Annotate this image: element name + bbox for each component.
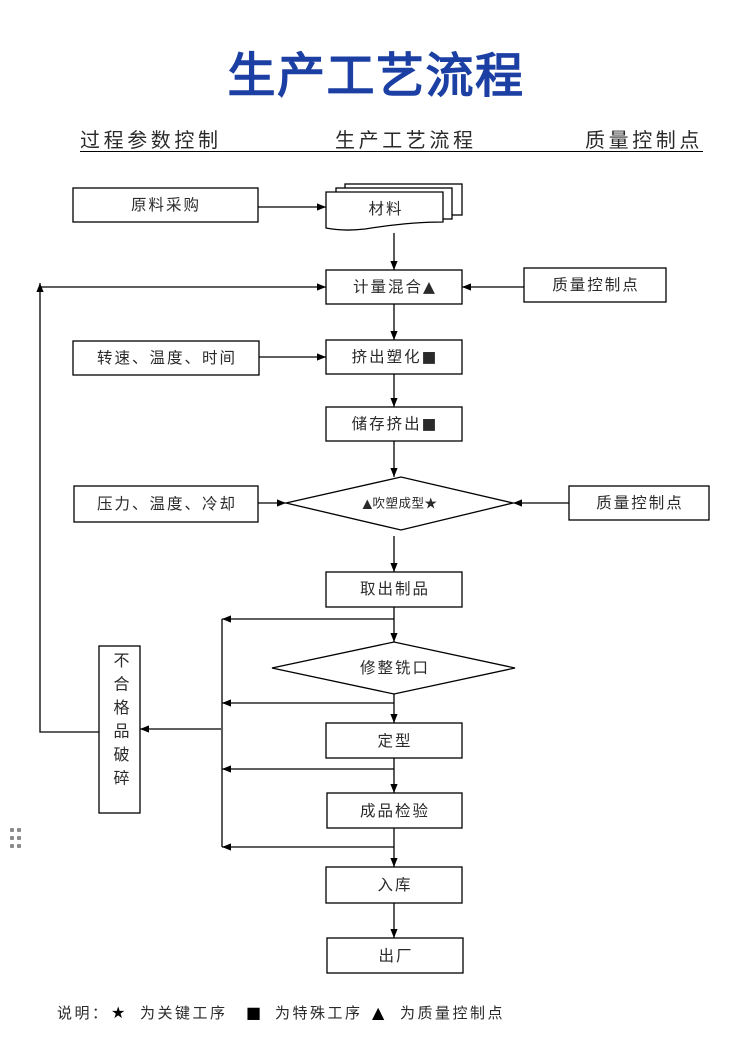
box-material: 材料: [325, 183, 463, 231]
subheader-center: 生产工艺流程: [335, 128, 477, 152]
legend-qc-point-text: 为质量控制点: [400, 1004, 506, 1022]
legend-special-process-text: 为特殊工序: [275, 1004, 363, 1022]
box-params-2-label: 压力、温度、冷却: [97, 495, 237, 513]
box-params-2: 压力、温度、冷却: [73, 485, 259, 523]
box-rejects: 不合格品破碎: [99, 652, 140, 812]
legend-label: 说明：: [57, 1004, 110, 1022]
box-storage-extrusion: 储存挤出■: [325, 406, 463, 442]
box-rejects-label: 不合格品破碎: [110, 652, 130, 793]
subheader-right: 质量控制点: [585, 128, 703, 152]
box-metering-mixing-shape: [325, 269, 463, 305]
box-raw-purchase-label: 原料采购: [131, 196, 201, 214]
legend-star-icon: ★: [111, 1003, 126, 1022]
box-shipping: 出厂: [326, 937, 464, 974]
decision-blow-molding-shape: [285, 476, 514, 531]
box-qc-point-1-label: 质量控制点: [552, 276, 640, 294]
box-inspection: 成品检验: [326, 792, 463, 829]
box-extrusion-plasticizing-shape: [325, 339, 463, 375]
box-take-out: 取出制品: [325, 571, 463, 608]
decision-blow-molding: ▲吹塑成型★: [285, 476, 514, 531]
material-doc-layer-front: [325, 191, 444, 231]
box-qc-point-2-label: 质量控制点: [596, 494, 684, 512]
box-extrusion-plasticizing: 挤出塑化■: [325, 339, 463, 375]
legend-triangle-icon: ▲: [372, 1003, 385, 1022]
box-params-1-shape: [72, 340, 260, 376]
box-params-1: 转速、温度、时间: [72, 340, 260, 376]
box-inspection-label: 成品检验: [360, 802, 430, 820]
box-warehousing-shape: [325, 866, 463, 904]
subheader-left: 过程参数控制: [80, 128, 222, 152]
box-metering-mixing: 计量混合▲: [325, 269, 463, 305]
box-raw-purchase-shape: [72, 187, 259, 223]
box-extrusion-plasticizing-label: 挤出塑化■: [352, 348, 439, 366]
box-shaping: 定型: [325, 722, 463, 759]
drag-handle-icon[interactable]: [9, 828, 23, 850]
box-material-label: 材料: [368, 200, 403, 218]
box-metering-mixing-label: 计量混合▲: [353, 278, 437, 296]
box-warehousing: 入库: [325, 866, 463, 904]
legend-key-process-text: 为关键工序: [140, 1004, 228, 1022]
decision-trimming-shape: [271, 641, 516, 695]
box-params-2-shape: [73, 485, 259, 523]
box-storage-extrusion-label: 储存挤出■: [352, 415, 439, 433]
decision-blow-molding-label: ▲吹塑成型★: [362, 496, 437, 511]
box-qc-point-2: 质量控制点: [568, 485, 710, 521]
box-raw-purchase: 原料采购: [72, 187, 259, 223]
decision-trimming: 修整铣口: [271, 641, 516, 695]
box-shaping-label: 定型: [377, 732, 412, 750]
box-qc-point-1: 质量控制点: [523, 267, 667, 303]
box-rejects-shape: [98, 645, 141, 814]
box-take-out-shape: [325, 571, 463, 608]
box-storage-extrusion-shape: [325, 406, 463, 442]
decision-trimming-label: 修整铣口: [360, 659, 430, 677]
connectors: [36, 203, 569, 938]
subheader-underline: [80, 151, 703, 152]
box-take-out-label: 取出制品: [360, 580, 430, 598]
box-shaping-shape: [325, 722, 463, 759]
arrow-rejects-loop-up: [36, 283, 99, 733]
box-shipping-label: 出厂: [378, 947, 413, 965]
legend-square-icon: ■: [246, 1003, 262, 1022]
box-inspection-shape: [326, 792, 463, 829]
box-qc-point-1-shape: [523, 267, 667, 303]
page-title: 生产工艺流程: [227, 48, 525, 104]
box-shipping-shape: [326, 937, 464, 974]
box-params-1-label: 转速、温度、时间: [97, 349, 237, 367]
box-qc-point-2-shape: [568, 485, 710, 521]
box-warehousing-label: 入库: [377, 876, 412, 894]
